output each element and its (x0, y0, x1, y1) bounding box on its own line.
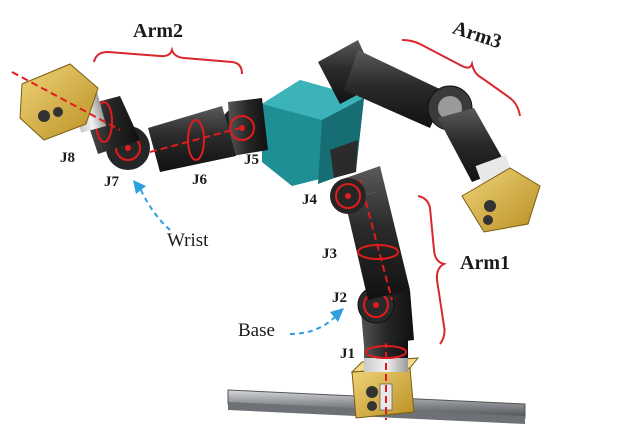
label-j1: J1 (340, 346, 355, 362)
label-arm1: Arm1 (460, 252, 510, 274)
label-j3: J3 (322, 246, 337, 262)
label-wrist: Wrist (167, 230, 209, 251)
link-arm1-upper (330, 166, 410, 301)
bracket-arm3 (401, 39, 521, 117)
label-j8: J8 (60, 150, 75, 166)
label-j2: J2 (332, 290, 347, 306)
link-arm3 (318, 40, 541, 233)
bracket-arm2 (93, 46, 243, 75)
label-j4: J4 (302, 192, 317, 208)
label-j5: J5 (244, 152, 259, 168)
central-hub (262, 80, 364, 186)
label-j6: J6 (192, 172, 207, 188)
bracket-arm1 (417, 195, 447, 345)
label-arm2: Arm2 (133, 20, 183, 42)
link-arm2 (11, 63, 268, 172)
wrist-leader (133, 180, 171, 231)
label-j7: J7 (104, 174, 119, 190)
base-leader (289, 308, 344, 335)
link-arm1-lower (357, 286, 414, 346)
joint-j1 (364, 330, 408, 420)
label-base: Base (238, 320, 275, 341)
